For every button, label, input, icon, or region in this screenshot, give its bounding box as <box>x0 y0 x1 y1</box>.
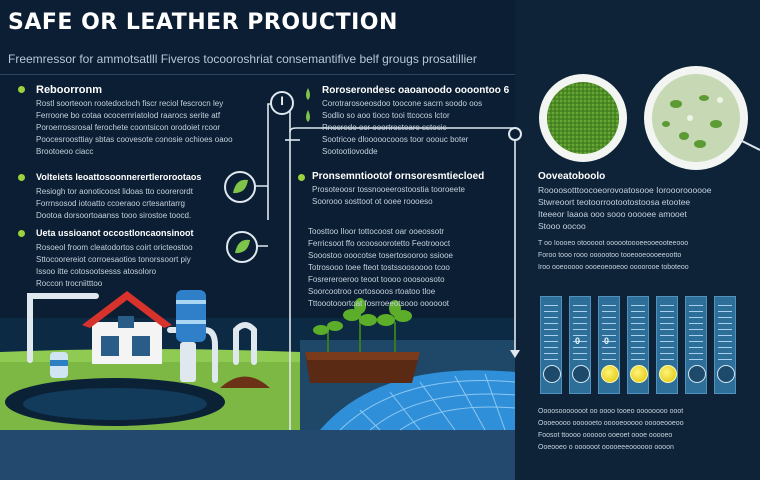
meter-scale <box>718 305 732 365</box>
text-line: Soorcootroo cortosooos rtoatoo tloe <box>308 287 436 296</box>
level-meter <box>598 296 620 394</box>
text-line: Forrnsosod iotoatto ccoeraoo crtesantarr… <box>36 199 185 208</box>
text-line: Iroo ooeooooo oooeoeooeoo oooorooe tobot… <box>538 264 689 271</box>
text-line: Iteeeor Iaaoa ooo sooo ooooee amooet <box>538 209 687 219</box>
middle-block-2-body: Prosoteoosr tossnooeerostoostia tooroeet… <box>312 184 465 208</box>
flow-connectors <box>240 100 516 430</box>
meter-scale <box>631 305 645 365</box>
level-meter <box>627 296 649 394</box>
indicator-light-on <box>659 365 677 383</box>
text-line: Rostl soorteoon rootedocloch fiscr recio… <box>36 99 224 108</box>
dial-label: 0 <box>604 336 610 346</box>
text-line: Sootricoe dlooooocooos toor ooouc boter <box>322 135 469 144</box>
text-line: Rosoeol froom cleatodortos coirt oricteo… <box>36 243 193 252</box>
text-line: Sootootiovodde <box>322 147 378 156</box>
indicator-light-on <box>630 365 648 383</box>
text-line: Foosot ttoooo oooooo ooeoet oooe ooooeo <box>538 432 673 439</box>
plant-sprouts <box>327 318 396 352</box>
step-one-circle <box>270 91 294 115</box>
text-line: Resiogh tor aonoticoost lidoas tto coore… <box>36 187 193 196</box>
water-surface <box>320 370 515 430</box>
text-line: Toosttoo Iloor tottocoost oar ooeossotr <box>308 227 445 236</box>
petri-dish-culture <box>644 66 760 170</box>
text-line: Corotrarosoeosdoo toocone sacrn soodo oo… <box>322 99 483 108</box>
left-section-1-heading: Reboorronm <box>36 84 102 96</box>
meter-scale <box>689 305 703 365</box>
meter-scale <box>573 305 587 365</box>
text-line: Poroerrossrosal ferochete coontsicon oro… <box>36 123 221 132</box>
text-line: Issoo itte cotosootsesss atosoloro <box>36 267 157 276</box>
step-one-label: I <box>280 94 284 108</box>
left-section-2-body: Resiogh tor aonoticoost lidoas tto coore… <box>36 186 193 222</box>
left-section-1-body: Rostl soorteoon rootedocloch fiscr recio… <box>36 98 233 158</box>
text-line: T oo Ioooeo otooooot oooootoooeeooeootee… <box>538 240 689 247</box>
text-line: Poocesroosttiay sbtas coovesote conosie … <box>36 135 233 144</box>
section-bullet <box>18 230 25 237</box>
text-line: Roccon trocniitttoo <box>36 279 103 288</box>
level-meter <box>656 296 678 394</box>
drop-icon <box>306 88 310 100</box>
text-line: Ferricsoot ffo ocoosoorotetto Feotroooct <box>308 239 451 248</box>
text-line: Soorooo sosttoot ot ooee roooeso <box>312 197 433 206</box>
right-block-2-body: T oo Ioooeo otooooot oooootoooeeooeootee… <box>538 238 689 274</box>
page-title: SAFE OR LEATHER PROUCTION <box>8 10 398 35</box>
level-meter <box>569 296 591 394</box>
text-line: Stooo oocoo <box>538 221 586 231</box>
middle-block-2-heading: Pronsemntiootof ornsoresmtiecloed <box>312 171 485 182</box>
left-section-3-body: Rosoeol froom cleatodortos coirt oricteo… <box>36 242 193 290</box>
middle-block-3-body: Toosttoo Iloor tottocoost oar ooeossotr … <box>308 226 453 310</box>
text-line: Sooostoo ooocotse tosertosooroo ssiooe <box>308 251 453 260</box>
text-line: Foroo tooo rooo oooootoo tooeooeoooeeoot… <box>538 252 682 259</box>
section-bullet <box>298 174 305 181</box>
connector-node <box>508 127 522 141</box>
water-tank <box>176 290 206 342</box>
text-line: Ooeooeo o oooooot ooooeeeoooooo oooon <box>538 444 674 451</box>
indicator-light-on <box>601 365 619 383</box>
page-subtitle: Freemressor for ammotsatlll Fiveros toco… <box>8 52 477 66</box>
meter-scale <box>544 305 558 365</box>
header-divider <box>0 74 760 75</box>
middle-block-1-heading: Roroserondesc oaoanoodo oooontoo 6 <box>322 85 510 96</box>
meter-scale <box>660 305 674 365</box>
indicator-light-off <box>717 365 735 383</box>
text-line: Sodlio so aoo tioco tooi ttcocos lctor <box>322 111 450 120</box>
text-line: Fosrereroeroo teoot toooo ooosoosoto <box>308 275 445 284</box>
water-band <box>0 430 515 480</box>
text-line: Oooeoooo oooooeto ooooeooooo ooooeooeoo <box>538 420 684 427</box>
level-meter <box>714 296 736 394</box>
section-bullet <box>18 86 25 93</box>
section-bullet <box>18 174 25 181</box>
indicator-light-off <box>543 365 561 383</box>
soil-mound <box>220 376 270 388</box>
level-meter <box>540 296 562 394</box>
right-block-3-body: Oooosooooooot oo oooo tooeo oooooooo ooo… <box>538 406 684 454</box>
text-line: Stwreoort teotoorrootootostoosa etootee <box>538 197 691 207</box>
text-line: Roooosotttoocoeorovoatosooe Iorooorooooo… <box>538 185 712 195</box>
text-line: Dootoa dorsoortoaanss tooo sirostoe tooc… <box>36 211 192 220</box>
text-line: Ferroone bo cotaa ococernriatolod raaroc… <box>36 111 221 120</box>
indicator-light-off <box>688 365 706 383</box>
level-meter <box>685 296 707 394</box>
left-section-2-heading: Volteiets leoattosoonnerertlerorootaos <box>36 172 202 182</box>
text-line: Totrosooo toee fteot tostssoosoooo tcoo <box>308 263 450 272</box>
petri-dish-moss <box>539 74 627 162</box>
farmhouse <box>82 291 172 364</box>
right-block-1-body: Roooosotttoocoeorovoatosooe Iorooorooooo… <box>538 184 711 232</box>
dial-label: 0 <box>575 336 581 346</box>
right-block-1-heading: Ooveatoboolo <box>538 171 606 182</box>
meter-scale <box>602 305 616 365</box>
left-section-3-heading: Ueta ussioanot occostloncaonsinoot <box>36 228 194 238</box>
text-line: Sttocoorereiot corroesaotios tonorssoort… <box>36 255 191 264</box>
text-line: Brootoeoo ciacc <box>36 147 94 156</box>
text-line: Rnocredo ocr ooortrostoaro sstocic <box>322 123 447 132</box>
text-line: Tttoootooortoat fosrroeeotsooo oooooot <box>308 299 449 308</box>
text-line: Prosoteoosr tossnooeerostoostia tooroeet… <box>312 185 465 194</box>
middle-block-1-body: Corotrarosoeosdoo toocone sacrn soodo oo… <box>322 98 482 158</box>
text-line: Oooosooooooot oo oooo tooeo oooooooo ooo… <box>538 408 684 415</box>
indicator-light-off <box>572 365 590 383</box>
